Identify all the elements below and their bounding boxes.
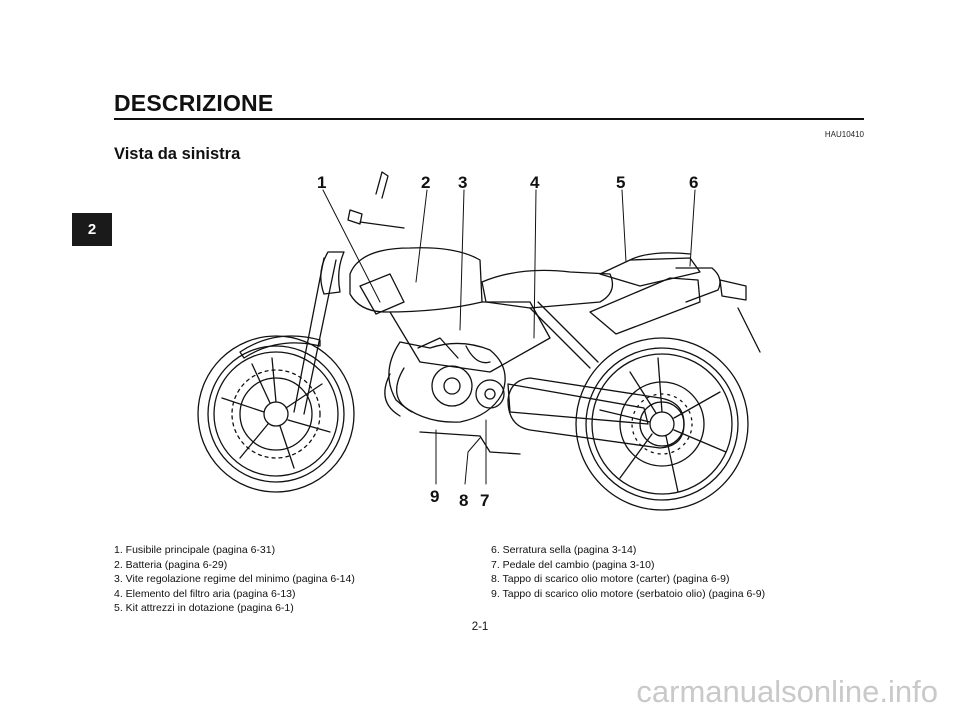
rear-sprocket bbox=[631, 393, 693, 455]
title-rule bbox=[114, 118, 864, 120]
caption-item: 5. Kit attrezzi in dotazione (pagina 6-1… bbox=[114, 602, 294, 614]
document-code: HAU10410 bbox=[824, 130, 864, 139]
front-fork bbox=[239, 257, 337, 415]
callout-7: 7 bbox=[480, 491, 489, 510]
rear-wheel bbox=[575, 337, 749, 511]
chapter-tab: 2 bbox=[72, 213, 112, 246]
caption-item: 1. Fusibile principale (pagina 6-31) bbox=[114, 544, 276, 556]
shift-pedal bbox=[419, 431, 521, 455]
callout-6: 6 bbox=[689, 173, 698, 192]
callout-3: 3 bbox=[458, 173, 467, 192]
caption-item: 4. Elemento del filtro aria (pagina 6-13… bbox=[114, 587, 296, 600]
page-number: 2-1 bbox=[471, 621, 489, 633]
caption-item: 9. Tappo di scarico olio motore (serbato… bbox=[491, 587, 766, 600]
seat-and-tail bbox=[481, 252, 761, 353]
caption-item: 6. Serratura sella (pagina 3-14) bbox=[491, 544, 637, 556]
front-brake-disc bbox=[231, 369, 321, 459]
caption-list-left: 1. Fusibile principale (pagina 6-31) 2. … bbox=[114, 543, 464, 616]
callout-4: 4 bbox=[530, 173, 540, 192]
rear-shock bbox=[529, 301, 599, 369]
section-title: DESCRIZIONE bbox=[114, 90, 274, 116]
watermark: carmanualsonline.info bbox=[636, 674, 938, 709]
caption-item: 7. Pedale del cambio (pagina 3-10) bbox=[491, 558, 655, 571]
leader-lines bbox=[322, 189, 696, 485]
callout-1: 1 bbox=[317, 173, 326, 192]
callout-8: 8 bbox=[459, 491, 468, 510]
headlight-and-handlebar bbox=[320, 171, 405, 295]
callout-9: 9 bbox=[430, 487, 439, 506]
page-subtitle: Vista da sinistra bbox=[114, 145, 241, 163]
callout-2: 2 bbox=[421, 173, 430, 192]
caption-item: 3. Vite regolazione regime del minimo (p… bbox=[114, 573, 355, 585]
swingarm-and-chain bbox=[507, 377, 685, 449]
motorcycle-diagram: 1 2 3 4 5 6 7 8 9 bbox=[197, 171, 761, 511]
caption-item: 2. Batteria (pagina 6-29) bbox=[114, 558, 228, 571]
engine-frame bbox=[384, 301, 551, 423]
callout-5: 5 bbox=[616, 173, 625, 192]
front-wheel bbox=[197, 335, 355, 493]
caption-list-right: 6. Serratura sella (pagina 3-14) 7. Peda… bbox=[491, 543, 871, 601]
caption-item: 8. Tappo di scarico olio motore (carter)… bbox=[491, 573, 730, 585]
